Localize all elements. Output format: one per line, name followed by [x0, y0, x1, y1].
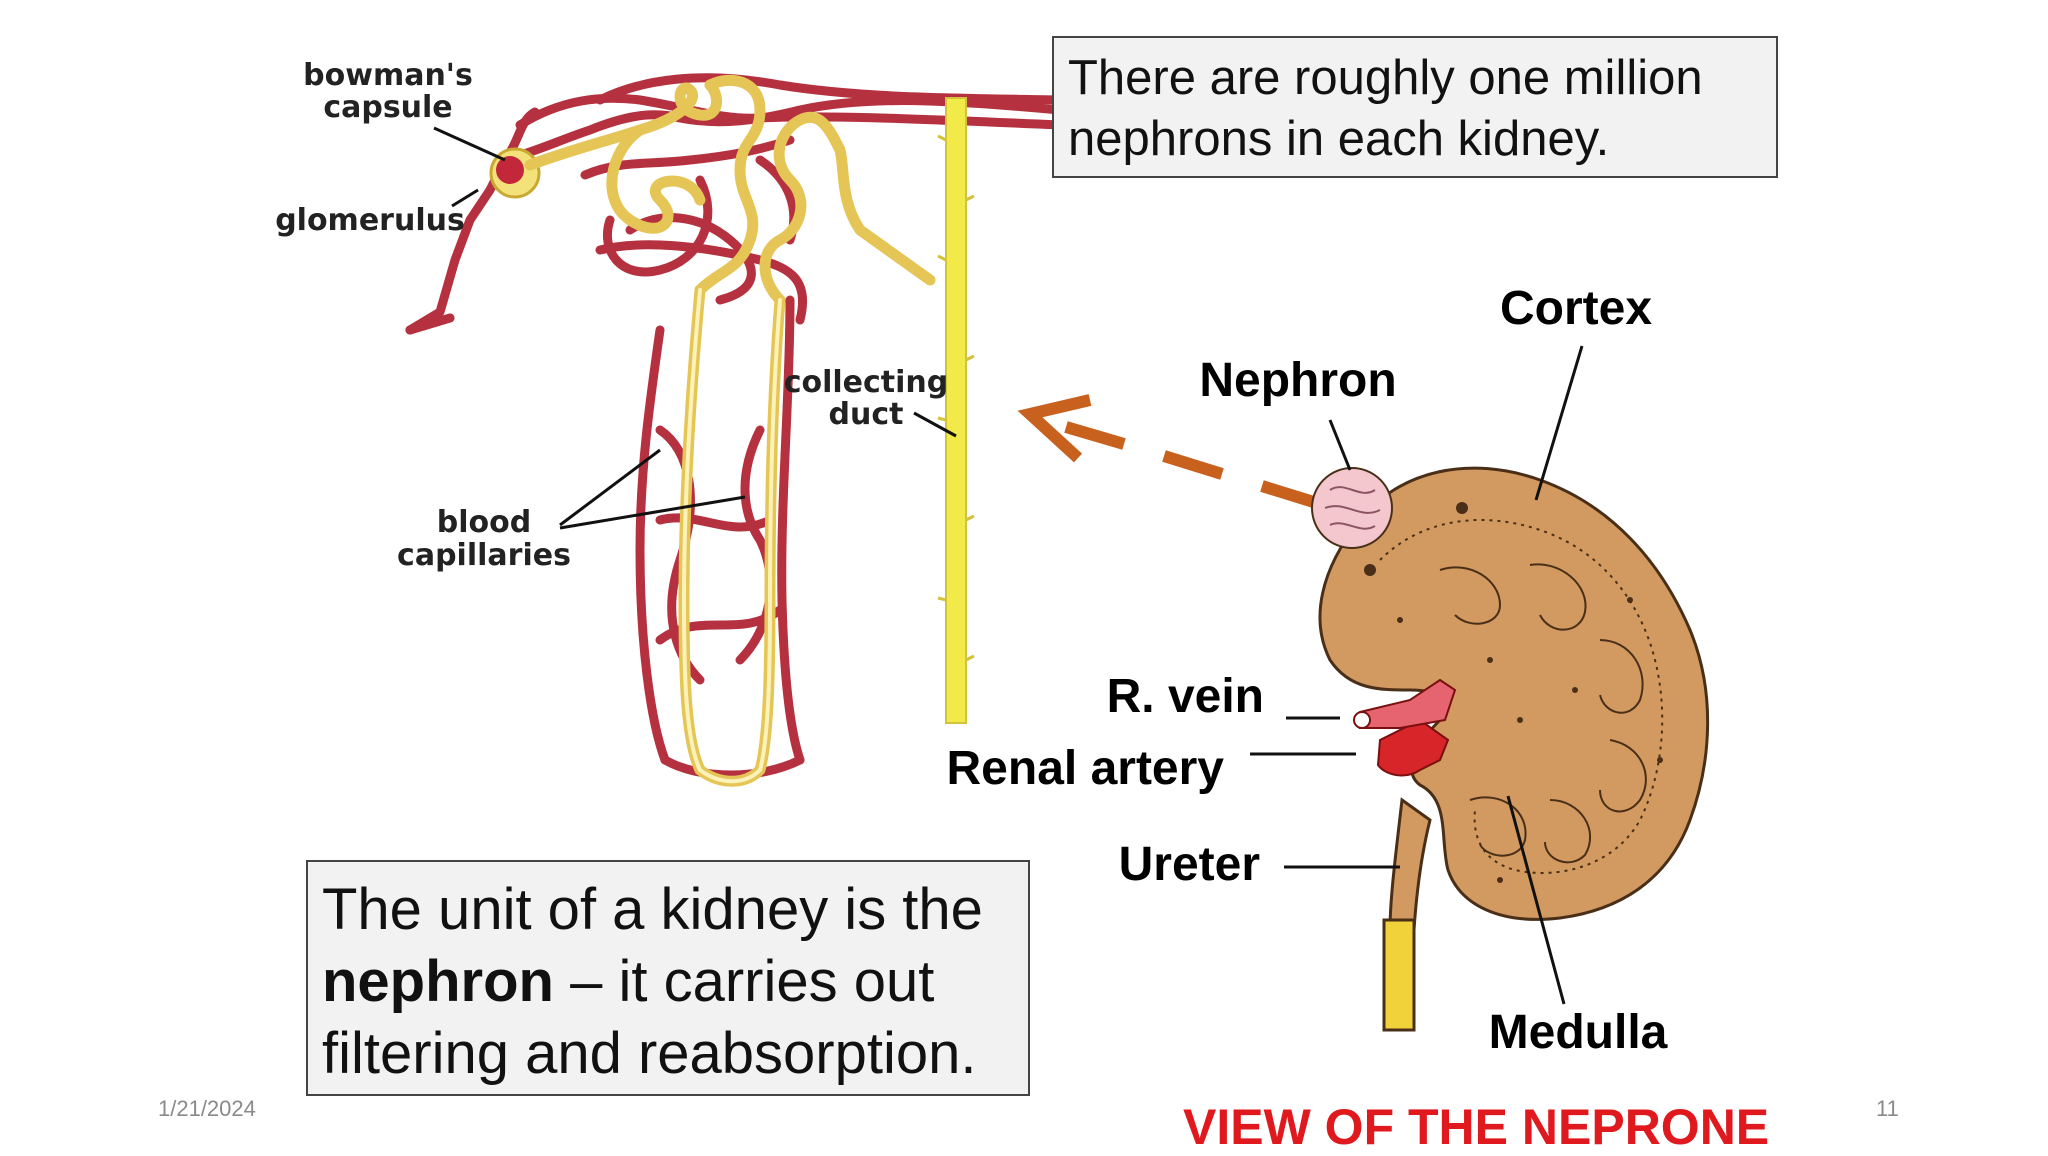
dashed-arrow	[1017, 394, 1322, 510]
info-box-bottom-line-3: filtering and reabsorption.	[322, 1021, 977, 1086]
info-box-bottom-line-2: nephron – it carries out	[322, 946, 1014, 1018]
info-box-bold-term: nephron	[322, 949, 554, 1014]
kidney-shape	[1318, 466, 1710, 921]
label-medulla: Medulla	[1489, 1006, 1668, 1059]
slide-number: 11	[1876, 1096, 1899, 1121]
ureter-tip	[1382, 918, 1416, 1032]
label-renal-artery: Renal artery	[947, 742, 1225, 795]
info-box-bottom-line-2-rest: – it carries out	[553, 949, 935, 1014]
info-box-bottom-line-1: The unit of a kidney is the	[322, 877, 983, 942]
glomerulus-shape	[496, 156, 524, 184]
info-box-kidney-unit: The unit of a kidney is the nephron – it…	[306, 860, 1030, 1096]
label-nephron: Nephron	[1199, 354, 1396, 407]
label-collecting-duct-1: collecting	[784, 365, 949, 400]
slide-date: 1/21/2024	[158, 1096, 256, 1121]
medulla-pyramids	[1439, 563, 1647, 864]
label-glomerulus: glomerulus	[275, 203, 465, 238]
collecting-duct-shape	[945, 97, 967, 724]
info-box-nephron-count: There are roughly one million nephrons i…	[1052, 36, 1778, 178]
info-box-top-line-1: There are roughly one million	[1068, 51, 1703, 105]
label-r-vein: R. vein	[1107, 670, 1264, 723]
slide-title: VIEW OF THE NEPRONE	[1183, 1099, 1770, 1155]
label-collecting-duct-2: duct	[829, 397, 904, 432]
info-box-top-line-2: nephrons in each kidney.	[1068, 112, 1610, 166]
kidney-illustration: Cortex Nephron R. vein Renal artery Uret…	[947, 282, 1710, 1059]
nephron-leader-lines	[433, 126, 957, 530]
nephron-illustration: bowman's capsule glomerulus collecting d…	[275, 58, 1065, 787]
afferent-vessel	[405, 313, 455, 335]
label-bowmans-capsule-1: bowman's	[303, 58, 473, 93]
label-bowmans-capsule-2: capsule	[323, 90, 452, 125]
collecting-duct-branches	[937, 134, 975, 662]
kidney-leader-lines	[1250, 345, 1584, 1005]
tubule-inner	[682, 288, 782, 784]
label-ureter: Ureter	[1119, 838, 1260, 891]
renal-artery-shape	[1376, 718, 1450, 777]
label-blood-capillaries-2: capillaries	[397, 538, 571, 573]
nephron-blob	[1311, 467, 1393, 549]
label-blood-capillaries-1: blood	[437, 505, 531, 540]
label-cortex: Cortex	[1500, 282, 1652, 335]
kidney-texture-dots	[1364, 502, 1663, 883]
renal-vein-shape	[1359, 678, 1457, 729]
arrow-head	[1017, 394, 1092, 463]
blood-vessels	[405, 73, 1065, 780]
